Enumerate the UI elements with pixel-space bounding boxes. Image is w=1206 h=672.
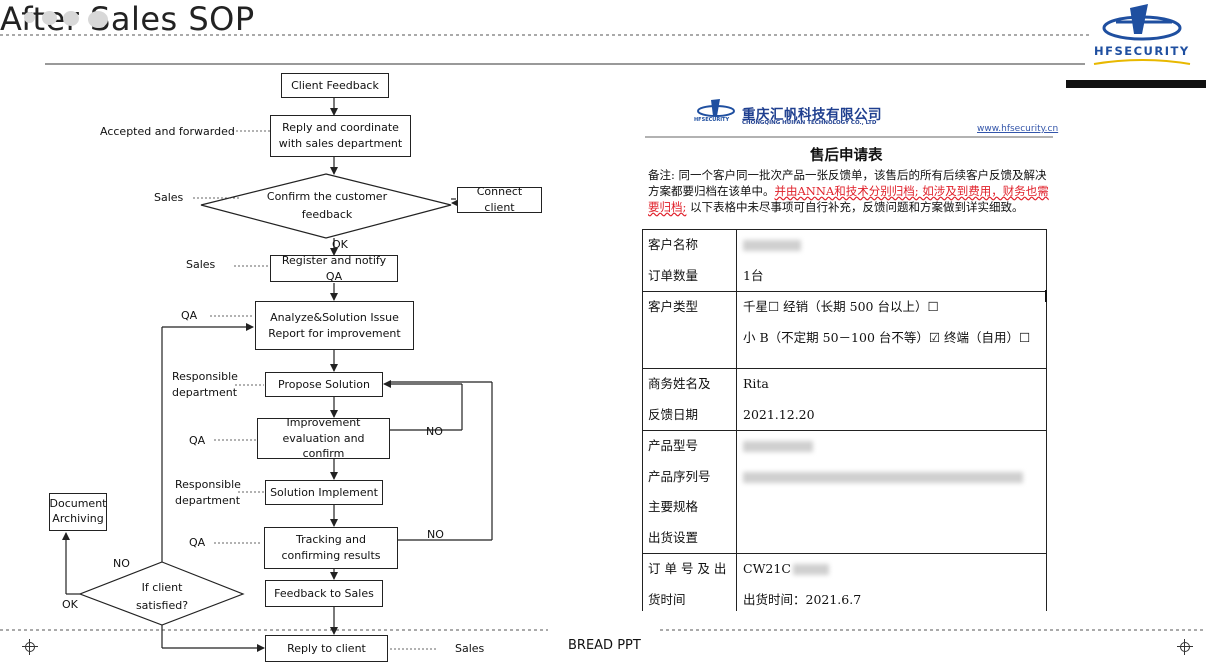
feedback-date-label: 反馈日期: [648, 406, 699, 422]
analyze-solution-box: Analyze&Solution Issue Report for improv…: [255, 301, 414, 350]
flowchart-connectors: [62, 97, 493, 652]
connect-client-box: Connect client: [457, 185, 542, 214]
after-sales-form-table: 客户名称 订单数量 1台 客户类型 千星☐ 经销（长期 500 台以上）☐ 小 …: [642, 229, 1047, 616]
table-row: 商务姓名及 反馈日期 Rita 2021.12.20: [642, 368, 1047, 431]
form-note: 备注: 同一个客户同一批次产品一张反馈单，该售后的所有后续客户反馈及解决方案都要…: [648, 167, 1054, 215]
order-qty-value: 1台: [743, 267, 764, 283]
reply-coordinate-box: Reply and coordinate with sales departme…: [270, 115, 411, 157]
tracking-confirming-box: Tracking and confirming results: [264, 527, 398, 569]
label-qa: QA: [181, 309, 198, 322]
footer-text: BREAD PPT: [568, 638, 641, 653]
customer-type-options-1: 千星☐ 经销（长期 500 台以上）☐: [743, 299, 939, 314]
feedback-to-sales-box: Feedback to Sales: [265, 580, 383, 607]
label-sales: Sales: [186, 258, 216, 271]
label-no: NO: [113, 557, 130, 570]
redacted-product-serial: [743, 471, 1023, 483]
brand-logo: HFSECURITY: [1086, 0, 1198, 68]
label-responsible-department: Responsible department: [172, 370, 238, 399]
order-no-label: 订 单 号 及 出: [648, 561, 727, 576]
form-note-highlight: 并由ANNA和技术分别归档; 如涉及到费用，财务也需要归档;: [648, 184, 1049, 214]
label-ok: OK: [62, 598, 78, 611]
label-no: NO: [426, 425, 443, 438]
customer-type-label: 客户类型: [648, 299, 699, 314]
sop-flowchart: Client Feedback Reply and coordinate wit…: [0, 0, 560, 672]
table-row: 订 单 号 及 出 货时间 CW21C 出货时间：2021.6.7: [642, 553, 1047, 616]
label-responsible-department: Responsible department: [175, 478, 241, 507]
ship-time-value: 出货时间：2021.6.7: [743, 591, 862, 607]
form-title: 售后申请表: [810, 147, 883, 164]
table-row: 客户名称 订单数量 1台: [642, 229, 1047, 292]
label-sales: Sales: [455, 642, 485, 655]
document-logo-text: HFSECURITY: [694, 117, 730, 123]
register-notify-box: Register and notify QA: [270, 254, 398, 283]
label-qa: QA: [189, 434, 206, 447]
label-no: NO: [427, 528, 444, 541]
improvement-evaluation-box: Improvement evaluation and confirm: [257, 416, 390, 460]
product-model-label: 产品型号: [648, 438, 699, 453]
redacted-order-no: [792, 564, 829, 575]
solution-implement-box: Solution Implement: [265, 480, 383, 505]
client-feedback-box: Client Feedback: [281, 73, 389, 98]
client-satisfied-decision: If client satisfied?: [135, 581, 189, 612]
ship-time-label: 货时间: [648, 591, 686, 607]
page-crop: [640, 611, 1060, 629]
reply-to-client-box: Reply to client: [265, 635, 388, 662]
document-logo: HFSECURITY: [694, 98, 738, 126]
sales-name-value: Rita: [743, 376, 769, 391]
propose-solution-box: Propose Solution: [265, 372, 383, 397]
company-name-cn: 重庆汇帆科技有限公司: [742, 107, 882, 123]
redacted-customer-name: [743, 240, 801, 251]
customer-type-options-2: 小 B（不定期 50－100 台不等）☑ 终端（自用）☐: [743, 329, 1031, 345]
crosshair-icon: [22, 639, 38, 655]
document-archiving-box: Document Archiving: [49, 493, 107, 531]
feedback-date-value: 2021.12.20: [743, 406, 815, 422]
text-cursor-mark: [1045, 290, 1047, 302]
sales-name-label: 商务姓名及: [648, 376, 711, 391]
logo-text: HFSECURITY: [1094, 44, 1190, 58]
crosshair-icon: [1177, 639, 1193, 655]
label-qa: QA: [189, 536, 206, 549]
label-sales: Sales: [154, 191, 184, 204]
order-no-value: CW21C: [743, 561, 791, 576]
logo-emblem-icon: [1093, 4, 1191, 65]
product-serial-label: 产品序列号: [648, 468, 711, 484]
redacted-product-model: [743, 441, 813, 452]
document-header-rule: [645, 136, 1053, 138]
main-spec-label: 主要规格: [648, 499, 699, 514]
document-logo-emblem-icon: [697, 99, 735, 117]
form-note-text: 备注: 同一个客户同一批次产品一张反馈单，该售后的所有后续客户反馈及解决方案都要…: [648, 168, 1047, 198]
order-qty-label: 订单数量: [648, 267, 699, 283]
shipping-setup-label: 出货设置: [648, 529, 699, 545]
customer-name-label: 客户名称: [648, 237, 699, 252]
website-link[interactable]: www.hfsecurity.cn: [977, 124, 1059, 134]
form-note-text: 以下表格中未尽事项可自行补充，反馈问题和方案做到详实细致。: [686, 200, 1024, 214]
table-row: 产品型号 产品序列号 主要规格 出货设置: [642, 430, 1047, 554]
confirm-feedback-decision: Confirm the customer feedback: [266, 190, 388, 221]
table-row: 客户类型 千星☐ 经销（长期 500 台以上）☐ 小 B（不定期 50－100 …: [642, 291, 1047, 369]
label-accepted-forwarded: Accepted and forwarded: [100, 125, 235, 138]
label-ok: OK: [332, 238, 348, 251]
company-name-en: CHONGQING HUIFAN TECHNOLOGY CO., LTD: [742, 120, 877, 126]
